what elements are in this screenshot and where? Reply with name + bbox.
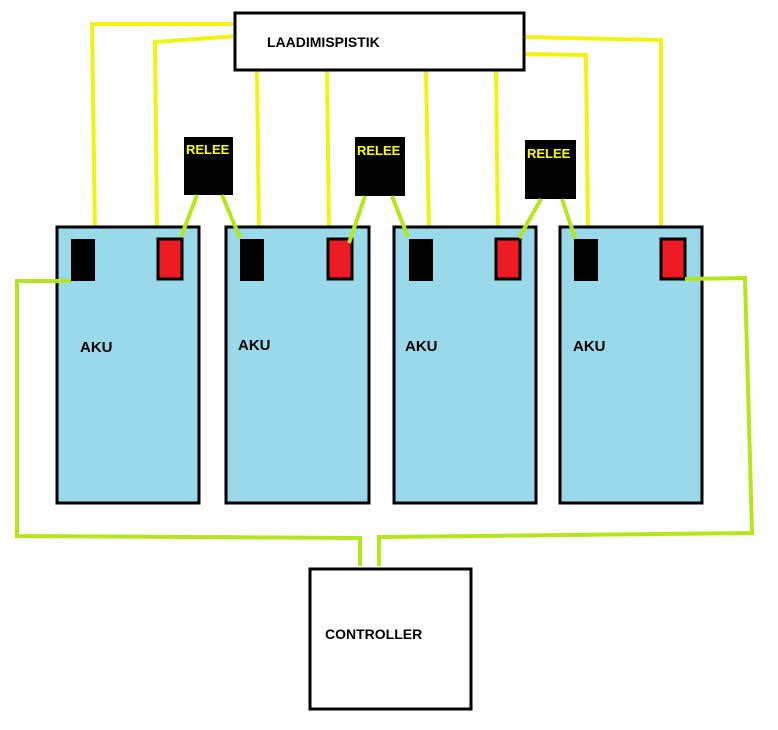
charger-wire <box>523 52 590 238</box>
battery-label: AKU <box>80 339 113 356</box>
relay-wire <box>517 198 543 239</box>
controller-wire <box>377 275 755 566</box>
charger-wire <box>89 22 237 238</box>
positive-terminal <box>659 237 687 281</box>
relay: RELEE <box>184 137 233 195</box>
positive-terminal <box>156 237 184 281</box>
relay-label: RELEE <box>357 143 401 158</box>
controller-box <box>308 567 473 711</box>
relay-body <box>355 137 405 196</box>
battery-label: AKU <box>238 337 271 354</box>
charger-wires <box>89 22 663 238</box>
controller-label: CONTROLLER <box>325 626 422 642</box>
relay-label: RELEE <box>527 146 571 161</box>
positive-terminal <box>326 237 354 281</box>
controller-wires <box>15 194 755 566</box>
controller-wire <box>15 279 362 566</box>
charger-wire <box>152 34 238 238</box>
relay-wire <box>220 194 242 239</box>
relay-label: RELEE <box>186 142 230 157</box>
charger-label: LAADIMISPISTIK <box>267 34 380 50</box>
charger-wire <box>325 69 331 238</box>
charger-box <box>233 11 526 72</box>
negative-terminal <box>574 239 598 281</box>
charger-wire <box>523 35 663 237</box>
relay-wire <box>390 195 410 238</box>
charger-wire <box>494 69 500 238</box>
battery-label: AKU <box>405 338 438 355</box>
relay-body <box>525 140 576 199</box>
charger-wire <box>424 69 431 238</box>
relay-body <box>184 137 233 195</box>
battery: AKU <box>224 225 371 505</box>
battery: AKU <box>558 225 704 505</box>
negative-terminal <box>240 239 264 281</box>
negative-terminal <box>71 239 95 281</box>
battery: AKU <box>55 225 201 505</box>
relay: RELEE <box>525 140 576 199</box>
positive-terminal <box>494 237 522 281</box>
battery-label: AKU <box>573 338 606 355</box>
battery: AKU <box>392 225 538 505</box>
negative-terminal <box>409 239 433 281</box>
relay-wire <box>560 198 577 239</box>
relay-wire <box>347 195 367 244</box>
charger-wire <box>255 69 261 238</box>
relay: RELEE <box>355 137 405 196</box>
relay-wire <box>179 194 199 238</box>
